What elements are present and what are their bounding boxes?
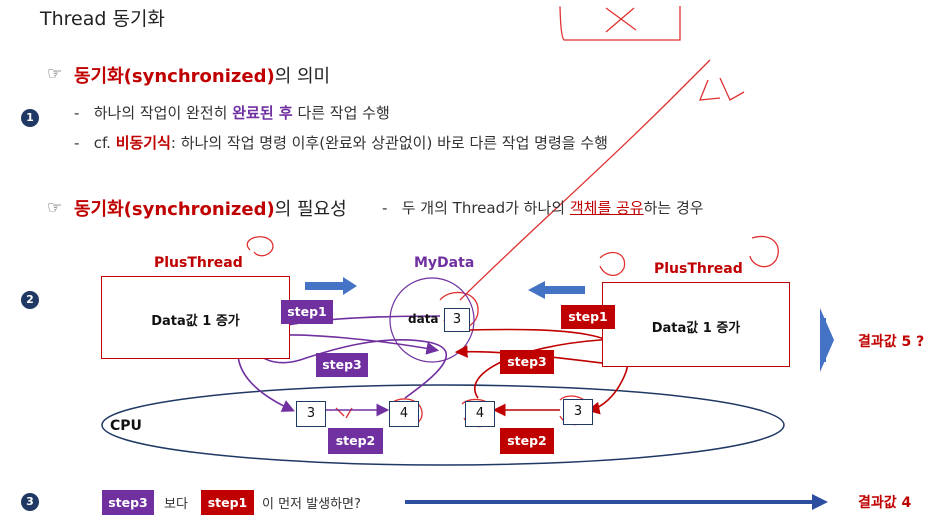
section3-post: 이 먼저 발생하면? (262, 497, 361, 512)
section2-heading: 동기화(synchronized)의 필요성 (74, 195, 347, 221)
cpu-cell: 4 (389, 401, 419, 427)
section3-mid: 보다 (164, 497, 188, 512)
right-thread-title: PlusThread (654, 261, 743, 277)
cpu-cell: 3 (563, 399, 593, 425)
left-thread-box: Data값 1 증가 (101, 276, 290, 359)
page-title: Thread 동기화 (40, 8, 165, 30)
pointing-hand-icon: ☞ (47, 198, 63, 218)
line2-emphasis: 비동기식 (115, 134, 171, 152)
mydata-circle (389, 277, 475, 363)
section1-line1: - 하나의 작업이 완전히 완료된 후 다른 작업 수행 (74, 104, 390, 122)
left-step1: step1 (281, 300, 333, 324)
blue-arrow-left (528, 281, 585, 299)
pointing-hand-icon: ☞ (47, 64, 63, 84)
step-badge-2: 2 (21, 291, 39, 309)
section1-suffix: 의 의미 (274, 66, 331, 87)
line1-emphasis: 완료된 후 (232, 104, 293, 122)
right-thread-box: Data값 1 증가 (602, 282, 790, 367)
line2-tail: : 하나의 작업 명령 이후(완료와 상관없이) 바로 다른 작업 명령을 수행 (170, 134, 608, 152)
left-step2: step2 (328, 428, 383, 454)
cpu-cell: 4 (465, 401, 495, 427)
right-step1: step1 (561, 305, 615, 329)
left-thread-body: Data값 1 증가 (151, 314, 240, 329)
left-step3: step3 (316, 353, 368, 377)
section2-suffix: 의 필요성 (274, 199, 347, 220)
right-step2: step2 (500, 428, 554, 454)
step-badge-3: 3 (21, 493, 39, 511)
mydata-label: data (408, 312, 439, 326)
section2-term: 동기화(synchronized) (74, 199, 275, 220)
section3-step-a: step3 (102, 490, 154, 515)
desc-emphasis: 객체를 공유 (569, 199, 644, 217)
bottom-blue-arrow (405, 494, 828, 510)
cpu-ellipse (101, 384, 785, 466)
right-thread-body: Data값 1 증가 (651, 321, 741, 336)
section2-desc: - 두 개의 Thread가 하나의 객체를 공유하는 경우 (382, 199, 704, 217)
line1-text: 하나의 작업이 완전히 (93, 104, 233, 122)
mydata-value: 3 (444, 308, 470, 332)
desc-tail: 하는 경우 (643, 199, 704, 217)
line1-tail: 다른 작업 수행 (292, 104, 390, 122)
result-final: 결과값 4 (858, 495, 912, 511)
mydata-title: MyData (414, 255, 475, 271)
result-question: 결과값 5 ? (858, 334, 925, 350)
blue-arrow-right (305, 277, 357, 295)
section1-heading: 동기화(synchronized)의 의미 (74, 62, 330, 88)
cpu-cell: 3 (296, 401, 326, 427)
desc-text: 두 개의 Thread가 하나의 (401, 199, 570, 217)
line2-text: cf. (93, 134, 116, 152)
section1-line2: - cf. 비동기식: 하나의 작업 명령 이후(완료와 상관없이) 바로 다른… (74, 134, 608, 152)
cpu-label: CPU (110, 418, 142, 434)
section1-term: 동기화(synchronized) (74, 66, 275, 87)
section3-step-b: step1 (201, 490, 254, 515)
right-step3: step3 (500, 350, 554, 374)
left-thread-title: PlusThread (154, 255, 243, 271)
blue-result-arrow (820, 308, 834, 372)
step-badge-1: 1 (21, 109, 39, 127)
